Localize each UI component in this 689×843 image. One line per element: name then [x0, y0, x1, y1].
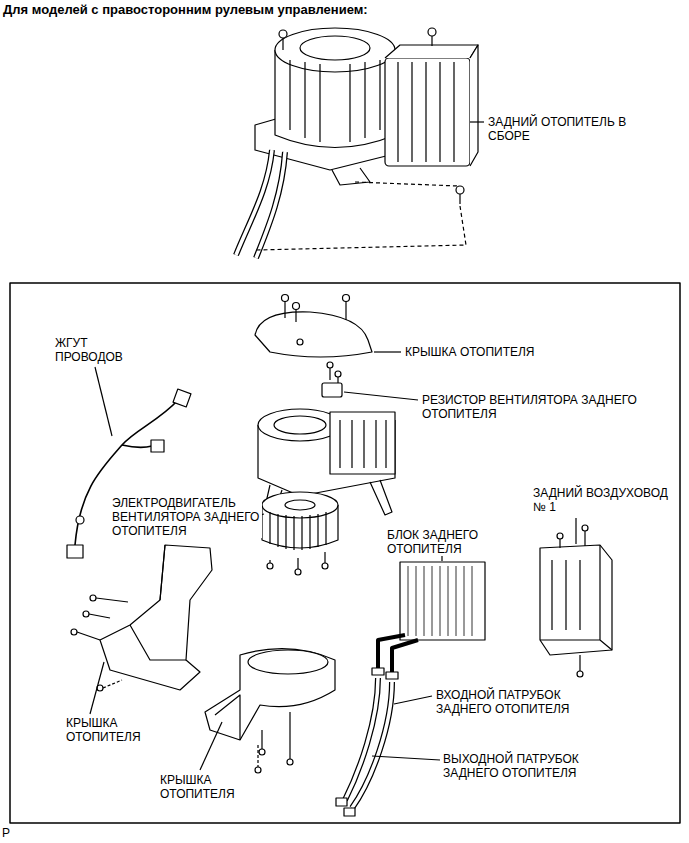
page-title: Для моделей с правосторонним рулевым упр…: [3, 2, 368, 17]
part-label: БЛОК ЗАДНЕГО ОТОПИТЕЛЯ: [387, 528, 492, 556]
part-label: ВЫХОДНОЙ ПАТРУБОК ЗАДНЕГО ОТОПИТЕЛЯ: [443, 752, 628, 780]
part-label: ЖГУТ ПРОВОДОВ: [55, 336, 135, 364]
part-label: КРЫШКА ОТОПИТЕЛЯ: [405, 345, 535, 359]
part-label: КРЫШКА ОТОПИТЕЛЯ: [66, 716, 156, 744]
resistor: [322, 362, 418, 400]
part-label: РЕЗИСТОР ВЕНТИЛЯТОРА ЗАДНЕГО ОТОПИТЕЛЯ: [422, 393, 672, 421]
blower-case: [258, 409, 395, 520]
heater-core: [378, 556, 485, 672]
heater-hose: [336, 668, 440, 816]
part-label: P: [2, 826, 10, 840]
part-label: ВХОДНОЙ ПАТРУБОК ЗАДНЕГО ОТОПИТЕЛЯ: [436, 688, 616, 716]
part-label: ЗАДНИЙ ВОЗДУХОВОД № 1: [533, 486, 679, 514]
rear-air-duct: [540, 518, 612, 677]
part-label: ЗАДНИЙ ОТОПИТЕЛЬ В СБОРЕ: [488, 115, 638, 143]
heater-assembly: [236, 28, 484, 258]
heater-cover: [200, 649, 335, 773]
part-label: КРЫШКА ОТОПИТЕЛЯ: [160, 773, 250, 801]
heater-cover: [255, 295, 401, 358]
part-label: ЭЛЕКТРОДВИГАТЕЛЬ ВЕНТИЛЯТОРА ЗАДНЕГО ОТО…: [112, 496, 262, 538]
screw: [279, 28, 464, 204]
heater-cover: [71, 545, 212, 714]
